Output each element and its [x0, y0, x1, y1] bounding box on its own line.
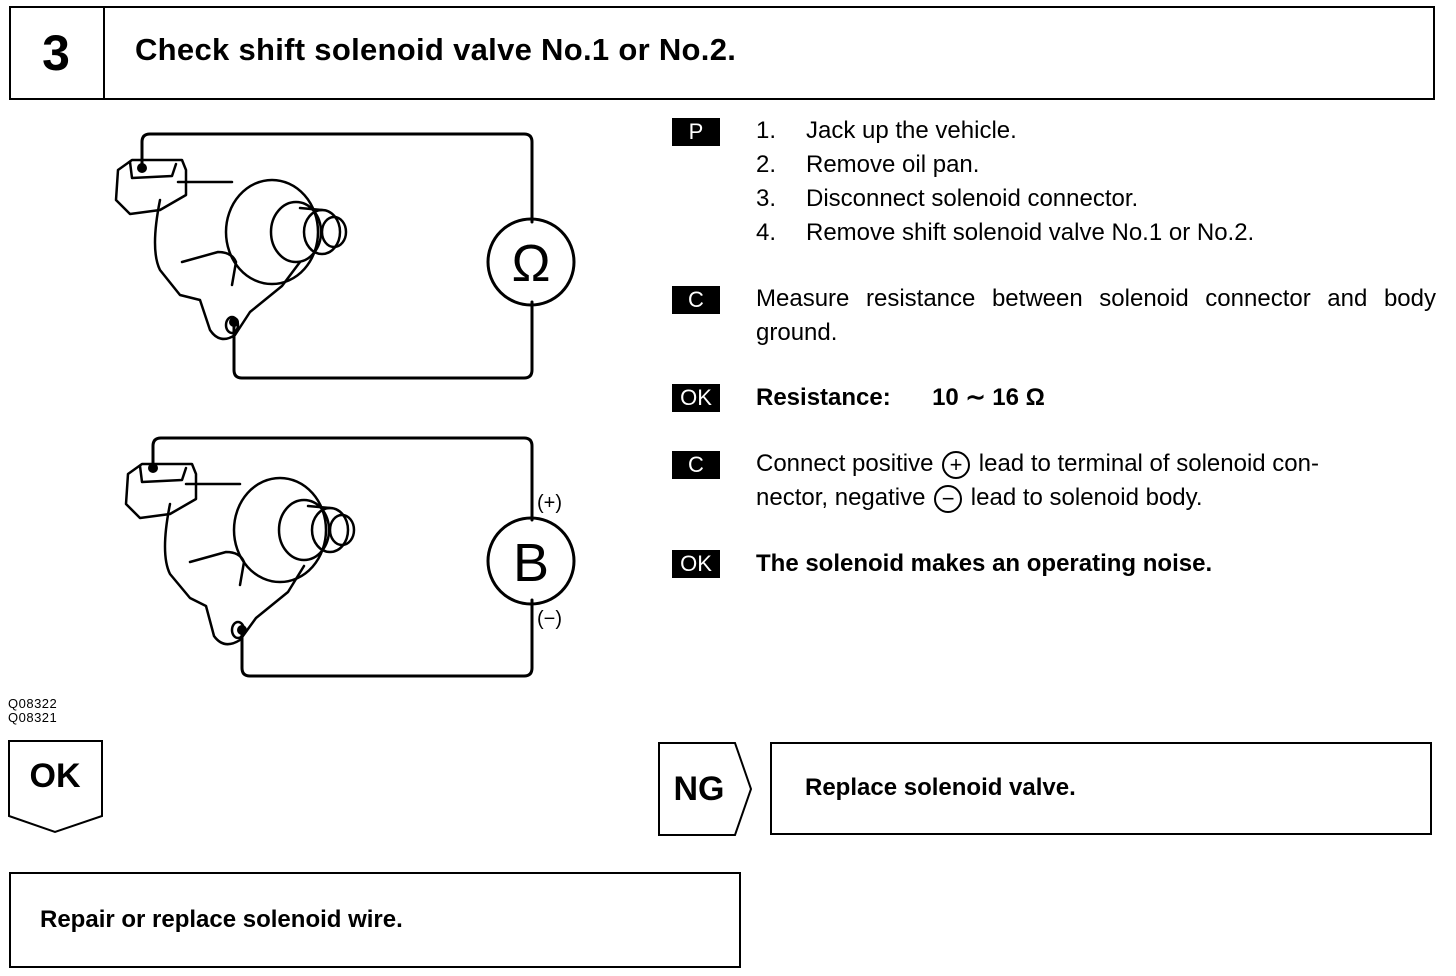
bottom-terminal-dot [148, 463, 158, 473]
operating-noise-spec: The solenoid makes an operating noise. [756, 550, 1213, 577]
solenoid-ohmmeter-diagram [114, 132, 576, 380]
plus-icon: + [942, 450, 971, 479]
prepare-list: 1. Jack up the vehicle. 2. Remove oil pa… [756, 114, 1254, 250]
top-terminal-dot [137, 163, 147, 173]
resistance-label: Resistance: [756, 384, 891, 411]
figure-code-2: Q08321 [8, 710, 58, 725]
page-title: Check shift solenoid valve No.1 or No.2. [135, 32, 737, 67]
minus-icon: − [934, 484, 963, 513]
positive-terminal-label: (+) [537, 492, 562, 514]
ok-badge: OK [672, 550, 720, 578]
battery-circle [486, 516, 576, 606]
ohmmeter-circle [486, 217, 576, 307]
step-number: 3 [9, 6, 105, 100]
ng-result-text: Replace solenoid valve. [805, 774, 1076, 801]
list-item: 2. Remove oil pan. [756, 151, 980, 178]
list-item: 4. Remove shift solenoid valve No.1 or N… [756, 219, 1255, 246]
check-operation-instruction: Connect positive + lead to terminal of s… [756, 450, 1319, 513]
check-badge: C [672, 286, 720, 314]
ok-badge: OK [672, 384, 720, 412]
ng-tag-label: NG [673, 769, 725, 808]
check-badge: C [672, 451, 720, 479]
ng-result-tag [658, 742, 753, 836]
ok-result-box [9, 872, 741, 968]
header-box [9, 6, 1435, 100]
list-item: 3. Disconnect solenoid connector. [756, 185, 1139, 212]
solenoid-battery-diagram [124, 436, 576, 678]
ok-result-tag [8, 740, 103, 834]
negative-terminal-label: (−) [537, 608, 562, 630]
ohm-symbol: Ω [512, 235, 551, 293]
bottom-ground-dot [237, 625, 247, 635]
list-item: 1. Jack up the vehicle. [756, 117, 1017, 144]
ok-tag-label: OK [29, 756, 81, 795]
prepare-badge: P [672, 118, 720, 146]
solenoid-diagrams: Ω B (+) (−) [114, 132, 576, 678]
battery-symbol: B [513, 533, 549, 593]
ng-result-box [770, 742, 1432, 835]
check-resistance-instruction: Measure resistance between solenoid conn… [756, 285, 1436, 346]
ok-result-text: Repair or replace solenoid wire. [40, 906, 403, 933]
resistance-value: 10 ∼ 16 Ω [932, 384, 1045, 411]
top-ground-dot [229, 317, 239, 327]
figure-code-1: Q08322 [8, 696, 58, 711]
resistance-spec: Resistance: 10 ∼ 16 Ω [756, 381, 1045, 415]
